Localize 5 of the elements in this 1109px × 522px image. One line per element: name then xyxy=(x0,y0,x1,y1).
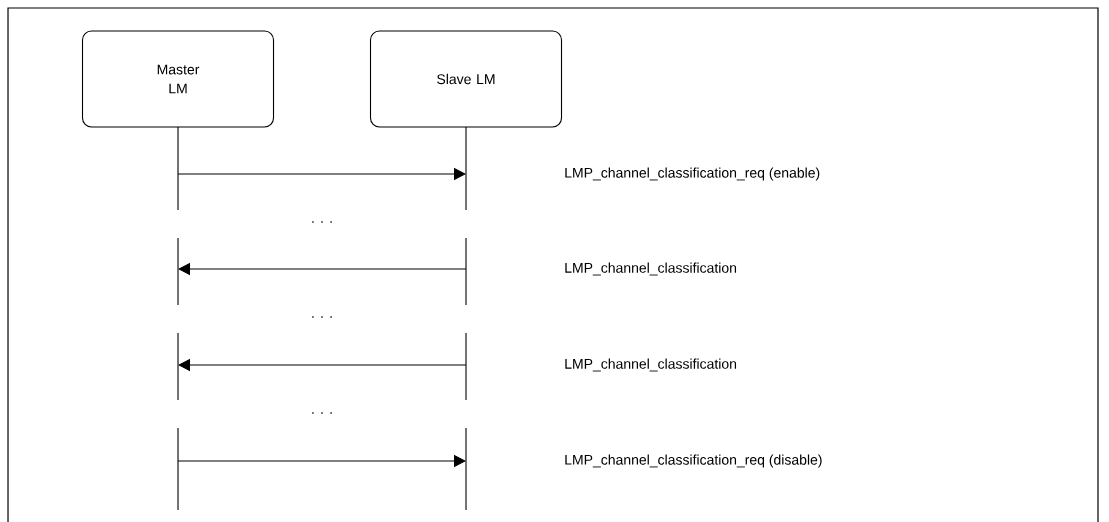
lifeline-box: Slave LM xyxy=(369,30,563,511)
ellipsis: . . . xyxy=(312,316,332,318)
lifeline-box: Master LM xyxy=(81,30,275,511)
ellipsis: . . . xyxy=(312,221,332,223)
ellipsis: . . . xyxy=(312,412,332,414)
